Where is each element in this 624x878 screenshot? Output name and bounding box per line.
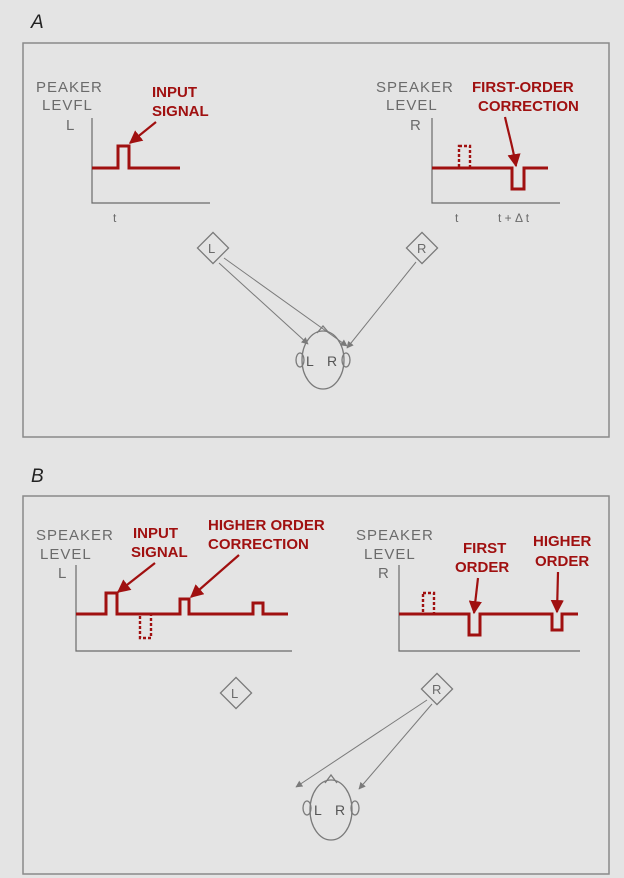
panel-b-right-annotation-2b: ORDER	[535, 553, 589, 570]
panel-b-left-dashed-pulse	[138, 612, 153, 640]
panel-b-frame	[22, 495, 610, 875]
panel-b-left-ylabel-2: LEVEL	[40, 546, 92, 563]
panel-b-left-annotation-1-arrow	[116, 562, 156, 593]
panel-b-right-ylabel-3: R	[378, 565, 390, 582]
panel-b-right-annotation-2-arrow	[550, 571, 564, 614]
head-outline	[309, 779, 353, 841]
panel-b-left-axes	[75, 565, 292, 652]
panel-b-right-annotation-1a: FIRST	[463, 540, 506, 557]
panel-a-frame	[22, 42, 610, 438]
panel-b-left-annotation-2a: HIGHER ORDER	[208, 517, 325, 534]
speaker-right-label: R	[432, 682, 441, 697]
panel-a-right-annotation-1: FIRST-ORDER	[472, 79, 574, 96]
panel-a-right-axes	[431, 118, 560, 204]
panel-a-right-tick-t-delta: t + Δ t	[498, 211, 530, 225]
nose-mark	[324, 773, 338, 784]
panel-b-right-ylabel-1: SPEAKER	[356, 527, 434, 544]
panel-a-left-annotation-arrow	[128, 121, 157, 144]
panel-a-right-tick-t: t	[455, 211, 459, 225]
right-ear	[350, 800, 360, 816]
nose-mark	[316, 325, 330, 334]
panel-a-right-graph: SPEAKER LEVEL R FIRST-ORDER CORRECTION t…	[376, 79, 579, 225]
panel-b-left-ylabel-3: L	[58, 565, 67, 582]
panel-b-right-dashed-pulse	[421, 591, 436, 616]
head-label-right: R	[335, 802, 345, 818]
panel-b-left-annotation-2-arrow	[190, 554, 240, 598]
right-ear	[341, 352, 351, 368]
speaker-right-label: R	[417, 241, 426, 256]
panel-a-left-ylabel-1: PEAKER	[36, 79, 103, 96]
panel-a-right-ylabel-1: SPEAKER	[376, 79, 454, 96]
panel-b-left-signal	[76, 591, 288, 616]
panel-b-left-annotation-1a: INPUT	[133, 525, 178, 542]
panel-a-right-ylabel-3: R	[410, 117, 422, 134]
panel-a-left-annotation-2: SIGNAL	[152, 103, 209, 120]
panel-a-speaker-left: L	[196, 231, 230, 265]
panel-a-right-annotation-arrow	[503, 116, 521, 168]
speaker-left-label: L	[231, 686, 238, 701]
panel-b-speaker-left: L	[219, 676, 253, 710]
panel-b-right-axes	[398, 565, 580, 652]
speaker-left-shape	[219, 676, 253, 710]
panel-b-right-signal	[399, 612, 578, 637]
panel-a-left-graph: PEAKER LEVFL L INPUT SIGNAL t	[36, 79, 210, 225]
panel-b-right-annotation-1-arrow	[468, 577, 482, 615]
panel-a-left-ylabel-2: LEVFL	[42, 97, 93, 114]
ray-left-to-left-ear	[218, 262, 309, 345]
panel-a-left-annotation-1: INPUT	[152, 84, 197, 101]
panel-a-left-axes	[91, 118, 210, 204]
panel-b-speaker-right: R	[420, 672, 454, 706]
speaker-right-shape	[420, 672, 454, 706]
panel-a-left-ylabel-3: L	[66, 117, 75, 134]
left-ear	[302, 800, 312, 816]
speaker-left-label: L	[208, 241, 215, 256]
speaker-right-shape	[405, 231, 439, 265]
ray-right-to-left-ear	[295, 699, 428, 788]
panel-b-left-graph: SPEAKER LEVEL L INPUT SIGNAL HIGHER ORDE…	[36, 517, 325, 652]
panel-a-right-dashed-pulse	[457, 144, 472, 170]
panel-b-right-annotation-1b: ORDER	[455, 559, 509, 576]
panel-a-right-annotation-2: CORRECTION	[478, 98, 579, 115]
panel-a-speaker-right: R	[405, 231, 439, 265]
panel-a-right-signal	[432, 166, 548, 191]
panel-b-listener-head: L R	[302, 773, 360, 841]
panel-b-right-ylabel-2: LEVEL	[364, 546, 416, 563]
panel-b-left-annotation-2b: CORRECTION	[208, 536, 309, 553]
panel-a-listener-head: L R	[295, 325, 351, 390]
panel-a-right-ylabel-2: LEVEL	[386, 97, 438, 114]
panel-a-letter: A	[30, 12, 44, 33]
head-outline	[301, 330, 345, 390]
ray-right-to-right-ear	[358, 703, 433, 790]
panel-a-left-signal	[92, 144, 180, 170]
panel-a-left-tick-t: t	[113, 211, 117, 225]
ray-right-to-right-ear	[346, 261, 417, 349]
speaker-left-shape	[196, 231, 230, 265]
panel-b-left-ylabel-1: SPEAKER	[36, 527, 114, 544]
panel-b-right-annotation-2a: HIGHER	[533, 533, 592, 550]
panel-b-left-annotation-1b: SIGNAL	[131, 544, 188, 561]
panel-b-right-graph: SPEAKER LEVEL R FIRST ORDER HIGHER ORDER	[356, 527, 592, 652]
panel-b-letter: B	[31, 466, 44, 487]
head-label-right: R	[327, 353, 337, 369]
head-label-left: L	[314, 802, 322, 818]
left-ear	[295, 352, 305, 368]
head-label-left: L	[306, 353, 314, 369]
